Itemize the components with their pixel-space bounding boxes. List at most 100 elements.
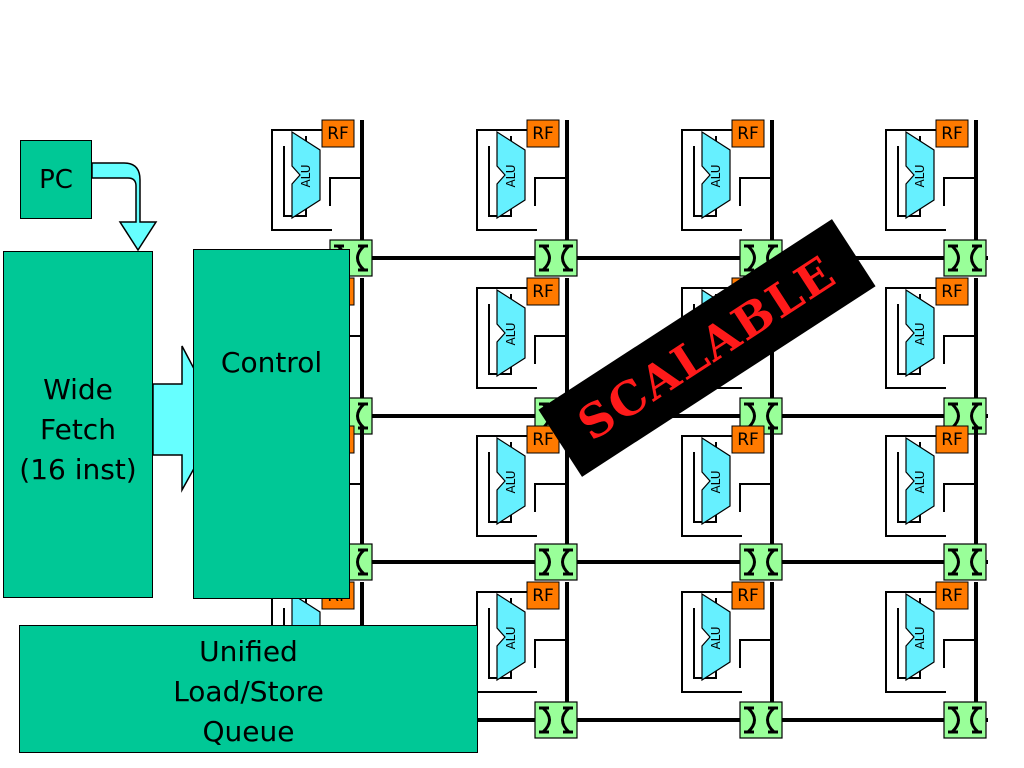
rf-box [526, 581, 560, 610]
alu-shape-icon [701, 592, 731, 682]
rf-label: RF [737, 430, 759, 450]
alu-label: ALU [504, 626, 518, 649]
router-crossbar-icon [534, 701, 578, 739]
tile: ALU RF [476, 119, 578, 277]
tile: ALU RF [476, 425, 578, 581]
tile-wire [943, 177, 976, 206]
router-crossbar-icon [739, 543, 783, 581]
alu-label: ALU [913, 626, 927, 649]
tile-wire [885, 435, 946, 537]
alu-label: ALU [913, 164, 927, 187]
wide-fetch-block: Wide Fetch (16 inst) [3, 251, 153, 598]
tile-wire [476, 435, 537, 537]
rf-label: RF [532, 430, 554, 450]
pc-label: PC [39, 165, 73, 195]
alu-shape-icon [905, 436, 935, 526]
alu-label: ALU [709, 470, 723, 493]
rf-label: RF [327, 124, 349, 144]
tile-wire [681, 129, 742, 231]
rf-box [526, 119, 560, 148]
tile-wire [885, 591, 946, 693]
fetch-line-3: (16 inst) [19, 453, 137, 486]
alu-shape-icon [905, 130, 935, 220]
rf-box [935, 277, 969, 306]
tile-wire [534, 639, 567, 668]
tile-wire [329, 177, 362, 206]
alu-shape-icon [701, 130, 731, 220]
alu-label: ALU [913, 322, 927, 345]
rf-label: RF [941, 282, 963, 302]
tile: ALU RF [885, 277, 987, 435]
rf-label: RF [941, 124, 963, 144]
alu-shape-icon [905, 288, 935, 378]
alu-shape-icon [496, 288, 526, 378]
rf-label: RF [737, 586, 759, 606]
rf-label: RF [941, 586, 963, 606]
pc-to-fetch-arrow [91, 162, 158, 252]
alu-shape-icon [291, 130, 321, 220]
router-crossbar-icon [943, 543, 987, 581]
tile: ALU RF [885, 581, 987, 739]
tile-wire [271, 129, 332, 231]
alu-shape-icon [496, 592, 526, 682]
rf-box [731, 425, 765, 454]
alu-shape-icon [496, 436, 526, 526]
rf-box [526, 425, 560, 454]
load-store-queue-block: Unified Load/Store Queue [19, 625, 478, 753]
rf-label: RF [532, 124, 554, 144]
tile-wire [681, 435, 742, 537]
lsq-line-1: Unified [199, 635, 298, 668]
tile-wire [534, 335, 567, 364]
tile-wire [681, 591, 742, 693]
rf-box [935, 119, 969, 148]
tile: ALU RF [681, 119, 783, 277]
tile: ALU RF [476, 581, 578, 739]
rf-label: RF [941, 430, 963, 450]
tile-wire [943, 639, 976, 668]
tile-wire [943, 335, 976, 364]
rf-box [731, 119, 765, 148]
rf-label: RF [737, 124, 759, 144]
rf-box [321, 119, 355, 148]
router-crossbar-icon [943, 239, 987, 277]
lsq-line-3: Queue [202, 715, 295, 748]
rf-box [731, 581, 765, 610]
lsq-line-2: Load/Store [173, 675, 324, 708]
alu-label: ALU [709, 164, 723, 187]
alu-shape-icon [905, 592, 935, 682]
tile: ALU RF [885, 425, 987, 581]
router-crossbar-icon [534, 239, 578, 277]
tile: ALU RF [885, 119, 987, 277]
router-crossbar-icon [739, 701, 783, 739]
alu-label: ALU [913, 470, 927, 493]
tile-wire [885, 129, 946, 231]
rf-box [935, 581, 969, 610]
tile: ALU RF [681, 425, 783, 581]
pc-block: PC [20, 140, 92, 219]
alu-label: ALU [504, 470, 518, 493]
tile-wire [943, 483, 976, 512]
rf-box [935, 425, 969, 454]
fetch-line-1: Wide [43, 373, 113, 406]
router-crossbar-icon [943, 701, 987, 739]
tile-wire [885, 287, 946, 389]
rf-label: RF [532, 586, 554, 606]
alu-label: ALU [504, 322, 518, 345]
control-block: Control [193, 249, 350, 599]
tile-wire [739, 483, 772, 512]
fetch-line-2: Fetch [40, 413, 116, 446]
router-crossbar-icon [534, 543, 578, 581]
alu-label: ALU [504, 164, 518, 187]
alu-shape-icon [701, 436, 731, 526]
alu-shape-icon [496, 130, 526, 220]
control-label: Control [220, 346, 323, 379]
tile-wire [534, 177, 567, 206]
tile-wire [739, 177, 772, 206]
rf-box [526, 277, 560, 306]
tile-wire [476, 129, 537, 231]
tile-wire [739, 639, 772, 668]
alu-label: ALU [299, 164, 313, 187]
rf-label: RF [532, 282, 554, 302]
tile-wire [476, 287, 537, 389]
